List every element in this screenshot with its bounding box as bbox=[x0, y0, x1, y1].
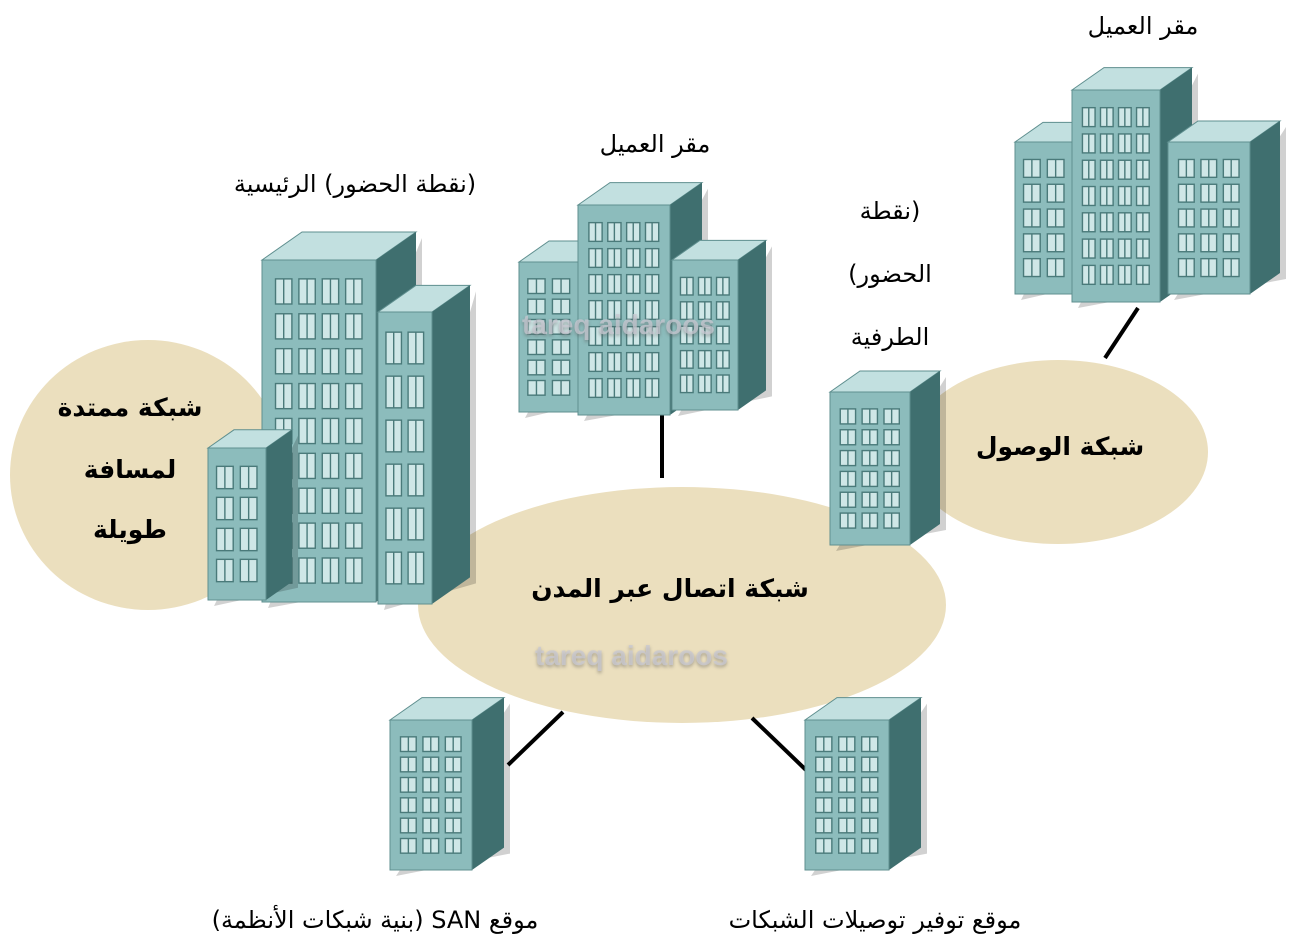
link-man-provisioning bbox=[750, 716, 808, 772]
san-site-label: موقع SAN (بنية شبكات الأنظمة) bbox=[211, 906, 539, 934]
link-access-client-top bbox=[1103, 306, 1140, 360]
link-man-san bbox=[506, 710, 565, 767]
man-cloud bbox=[418, 487, 946, 723]
edge-pop-label-line1: (نقطة bbox=[859, 197, 921, 225]
client-site-label-mid: مقر العميل bbox=[599, 130, 711, 158]
main-pop-building-right bbox=[376, 284, 476, 610]
wan-label-line3: طويلة bbox=[93, 515, 167, 544]
main-pop-building-left bbox=[206, 429, 298, 606]
client-mid-building-right bbox=[670, 239, 772, 416]
san-site-building bbox=[388, 697, 510, 876]
client-site-label-top: مقر العميل bbox=[1087, 12, 1199, 40]
edge-pop-label-line3: الطرفية bbox=[850, 323, 930, 351]
man-label: شبكة اتصال عبر المدن bbox=[531, 574, 809, 603]
edge-pop-building bbox=[828, 370, 946, 551]
wan-label-line1: شبكة ممتدة bbox=[57, 393, 203, 422]
client-top-building-right bbox=[1166, 120, 1286, 300]
client-mid-building-center bbox=[576, 182, 708, 421]
provisioning-site-building bbox=[803, 697, 927, 876]
main-pop-label: (نقطة الحضور) الرئيسية bbox=[233, 170, 477, 198]
watermark-lower: tareq aidaroos bbox=[535, 640, 728, 671]
wan-label-line2: لمسافة bbox=[83, 455, 177, 484]
provisioning-site-label: موقع توفير توصيلات الشبكات bbox=[728, 906, 1022, 934]
access-network-cloud bbox=[908, 360, 1208, 544]
edge-pop-label-line2: الحضور) bbox=[848, 260, 932, 288]
watermark-upper: tareq aidaroos bbox=[522, 309, 715, 340]
access-network-label: شبكة الوصول bbox=[975, 432, 1145, 461]
